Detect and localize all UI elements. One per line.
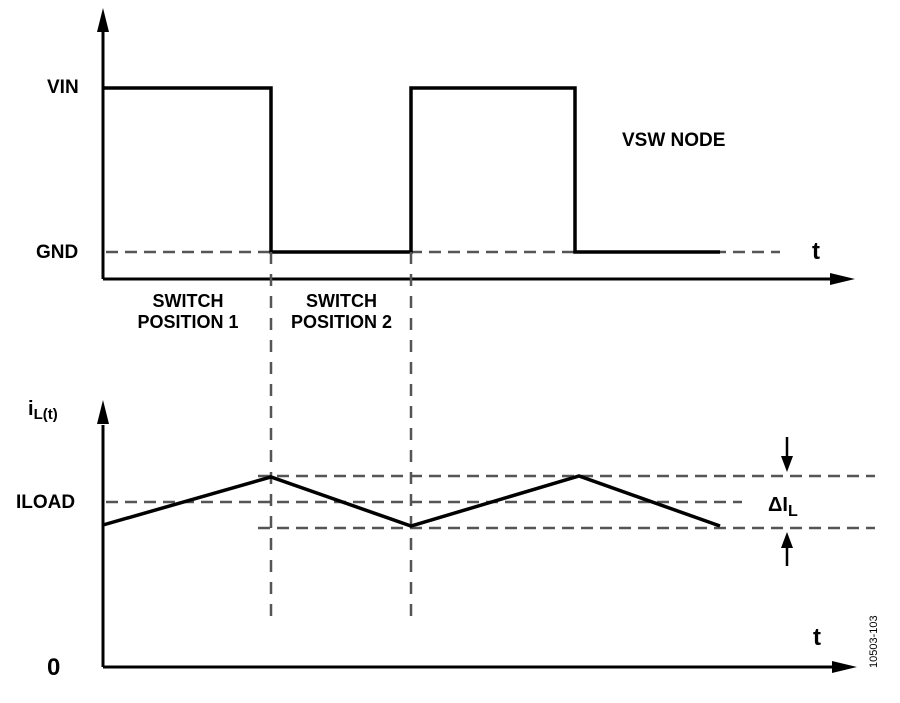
gnd-level-label: GND bbox=[36, 242, 79, 263]
top-time-axis-label: t bbox=[812, 238, 820, 265]
vsw-node-title: VSW NODE bbox=[622, 130, 726, 151]
top-x-axis-arrow-icon bbox=[830, 273, 855, 285]
iload-level-label: ILOAD bbox=[16, 492, 76, 513]
bottom-y-axis-arrow-icon bbox=[97, 400, 109, 424]
switch-position-2-line1: SWITCH bbox=[306, 291, 377, 311]
figure-code: 10503-103 bbox=[868, 615, 880, 668]
vin-level-label: VIN bbox=[47, 77, 79, 98]
bottom-panel bbox=[97, 400, 875, 673]
inductor-current-symbol: i bbox=[28, 398, 34, 420]
top-panel bbox=[97, 8, 855, 285]
switch-position-1-line2: POSITION 1 bbox=[137, 312, 239, 332]
switch-position-2-line2: POSITION 2 bbox=[290, 312, 393, 332]
origin-label: 0 bbox=[47, 654, 61, 681]
switch-position-2-label: SWITCH POSITION 2 bbox=[269, 291, 414, 333]
inductor-current-subscript: L(t) bbox=[33, 406, 58, 423]
vsw-waveform bbox=[103, 86, 720, 254]
switch-position-1-line1: SWITCH bbox=[152, 291, 224, 311]
inductor-current-waveform bbox=[102, 474, 721, 528]
top-y-axis-arrow-icon bbox=[97, 8, 109, 32]
bottom-time-axis-label: t bbox=[813, 624, 821, 651]
switch-position-1-label: SWITCH POSITION 1 bbox=[113, 291, 263, 333]
ripple-top-arrow-icon bbox=[781, 456, 793, 472]
inductor-current-axis-label: iL(t) bbox=[28, 398, 58, 423]
ripple-current-label: ΔIL bbox=[768, 494, 798, 521]
ripple-subscript: L bbox=[787, 503, 798, 520]
bottom-x-axis-arrow-icon bbox=[832, 661, 857, 673]
ripple-delta-symbol: ΔI bbox=[768, 494, 788, 516]
ripple-bottom-arrow-icon bbox=[781, 532, 793, 548]
